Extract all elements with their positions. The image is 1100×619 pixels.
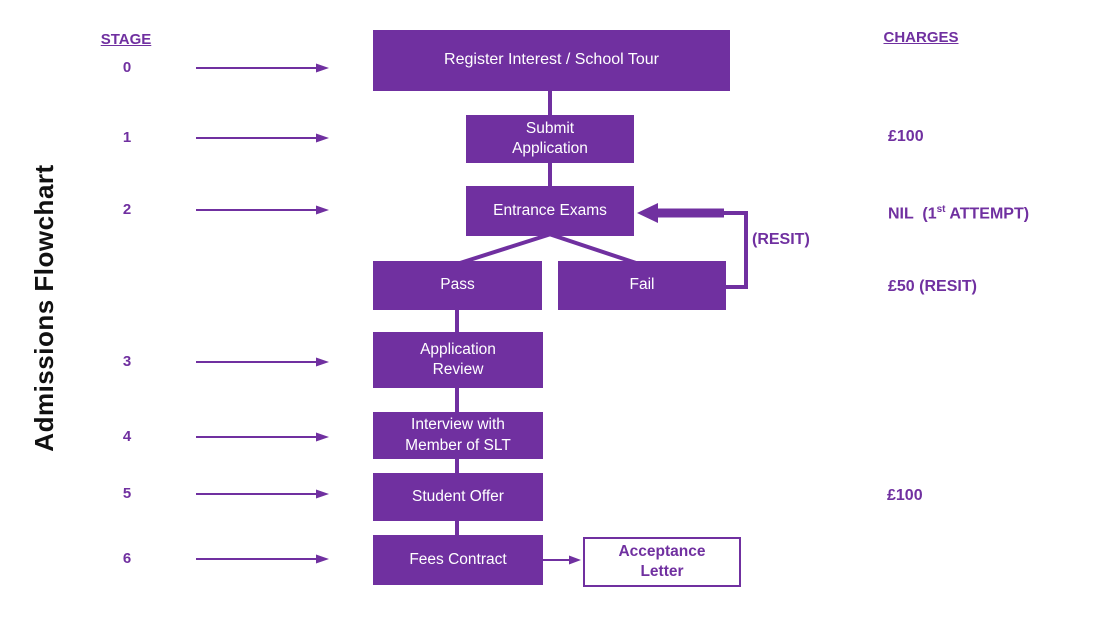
stage-label-6: 6 — [122, 550, 132, 567]
node-fail: Fail — [558, 261, 726, 310]
page-title: Admissions Flowchart — [29, 164, 59, 452]
stage-3-arrow — [196, 357, 329, 367]
connector-entrance-fail — [548, 232, 637, 265]
node-student-offer: Student Offer — [373, 473, 543, 521]
charge-student-offer: £100 — [887, 487, 923, 504]
charge-entrance-exams: NIL (1st ATTEMPT) — [888, 199, 1030, 223]
stage-label-0: 0 — [122, 59, 132, 76]
node-register-interest: Register Interest / School Tour — [373, 30, 730, 91]
node-pass: Pass — [373, 261, 542, 310]
node-application-review: Application Review — [373, 332, 543, 388]
stage-label-2: 2 — [122, 201, 132, 218]
stage-0-arrow — [196, 63, 329, 73]
stage-label-5: 5 — [122, 485, 132, 502]
resit-loop-label: (RESIT) — [752, 231, 810, 248]
charges-column-header: CHARGES — [883, 29, 959, 46]
connector-entrance-pass — [459, 232, 552, 265]
charge-nil-ordinal: st — [936, 204, 946, 215]
node-submit-application: Submit Application — [466, 115, 634, 163]
charge-submit-application: £100 — [888, 128, 924, 145]
stage-label-3: 3 — [122, 353, 132, 370]
node-fees-contract: Fees Contract — [373, 535, 543, 585]
node-entrance-exams: Entrance Exams — [466, 186, 634, 236]
stage-1-arrow — [196, 133, 329, 143]
charge-nil-suffix: ATTEMPT) — [945, 205, 1030, 223]
charge-resit: £50 (RESIT) — [888, 278, 977, 295]
stage-2-arrow — [196, 205, 329, 215]
stage-5-arrow — [196, 489, 329, 499]
stage-label-1: 1 — [122, 129, 132, 146]
node-acceptance-letter: Acceptance Letter — [583, 537, 741, 587]
stage-label-4: 4 — [122, 428, 132, 445]
node-interview-slt: Interview with Member of SLT — [373, 412, 543, 459]
stage-column-header: STAGE — [100, 31, 152, 48]
stage-6-arrow — [196, 554, 329, 564]
charge-nil-prefix: NIL (1 — [888, 205, 937, 223]
stage-4-arrow — [196, 432, 329, 442]
fees-to-acceptance-arrow — [543, 555, 581, 565]
